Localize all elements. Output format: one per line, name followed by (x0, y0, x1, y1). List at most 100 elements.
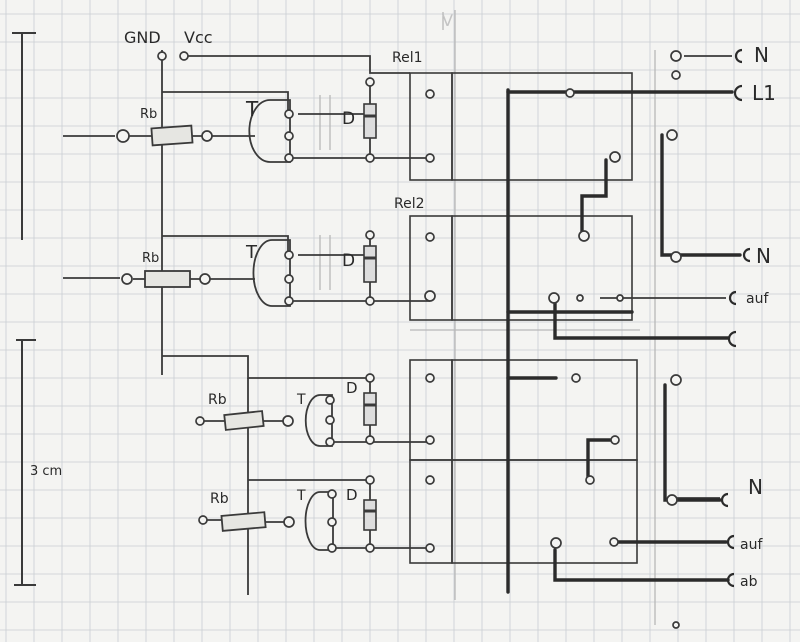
resistor-2-label: Rb (142, 251, 159, 266)
solder-pad (666, 494, 678, 506)
transistor-3-label: T (296, 392, 306, 408)
solder-pad (365, 77, 375, 87)
solder-pad (201, 130, 213, 142)
transistor-3 (304, 394, 333, 447)
solder-pad (284, 250, 294, 260)
resistor-3-label: Rb (208, 392, 227, 408)
diode-2 (363, 245, 377, 283)
transistors (248, 99, 334, 551)
solder-pad (284, 274, 294, 284)
transistor-4-label: T (296, 488, 306, 504)
terminal-n-mid: N (756, 244, 771, 268)
solder-pad (365, 543, 375, 553)
transistor-2 (252, 239, 291, 307)
diode-4 (363, 499, 377, 531)
solder-pad (425, 435, 435, 445)
relay-4-contact-box (451, 459, 638, 564)
solder-pad (670, 50, 682, 62)
solder-pad (284, 296, 294, 306)
solder-pad (327, 543, 337, 553)
solder-pad (616, 294, 624, 302)
terminal-auf-mid: auf (746, 291, 769, 307)
solder-pad (284, 131, 294, 141)
solder-pads (116, 50, 682, 629)
solder-pad (282, 415, 294, 427)
solder-pad (576, 294, 584, 302)
relay-2-contact-box (451, 215, 633, 321)
resistor-3 (223, 410, 265, 431)
text-labels: GND Vcc V Rel1 Rel2 Rb Rb Rb Rb T T T T … (30, 11, 776, 590)
solder-pad (365, 475, 375, 485)
solder-pad (425, 232, 435, 242)
transistor-1 (248, 99, 291, 163)
solder-pad (609, 537, 619, 547)
diodes (363, 103, 377, 531)
transistor-2-label: T (245, 242, 258, 263)
solder-pad (195, 416, 205, 426)
solder-pad (610, 435, 620, 445)
terminal-auf-bottom: auf (740, 537, 763, 553)
terminal-ab: ab (740, 574, 758, 590)
solder-pad (284, 153, 294, 163)
solder-pad (284, 109, 294, 119)
scale-label: 3 cm (30, 464, 62, 479)
vcc-label: Vcc (184, 28, 213, 47)
relay-1-contact-box (451, 72, 633, 181)
gnd-label: GND (124, 28, 161, 47)
solder-pad (365, 296, 375, 306)
solder-pad (671, 70, 681, 80)
solder-pad (425, 475, 435, 485)
solder-pad (327, 517, 337, 527)
solder-pad (666, 129, 678, 141)
solder-pad (179, 51, 189, 61)
diode-1-label: D (342, 109, 355, 129)
solder-pad (283, 516, 295, 528)
solder-pad (365, 153, 375, 163)
relay-boxes (409, 72, 638, 564)
solder-pad (325, 415, 335, 425)
solder-pad (578, 230, 590, 242)
solder-pad (198, 515, 208, 525)
solder-pad (550, 537, 562, 549)
solder-pad (672, 621, 680, 629)
solder-pad (116, 129, 130, 143)
scale-bars (12, 32, 36, 586)
solder-pad (327, 489, 337, 499)
resistors (144, 124, 267, 532)
relay-2-label: Rel2 (394, 196, 425, 212)
diode-1 (363, 103, 377, 139)
resistor-4 (220, 511, 267, 532)
solder-pad (565, 88, 575, 98)
resistor-1 (150, 124, 194, 147)
solder-pad (157, 51, 167, 61)
terminal-n-top: N (754, 43, 769, 67)
diode-3-label: D (346, 379, 358, 397)
mains-wiring (506, 88, 742, 594)
diode-4-label: D (346, 486, 358, 504)
transistor-1-label: T (245, 97, 259, 121)
resistor-2 (144, 270, 191, 288)
solder-pad (425, 153, 435, 163)
solder-pad (425, 89, 435, 99)
faint-v-label: V (442, 11, 453, 30)
solder-pad (548, 292, 560, 304)
transistor-4 (304, 491, 334, 551)
solder-pad (424, 290, 436, 302)
solder-pad (199, 273, 211, 285)
solder-pad (670, 374, 682, 386)
diode-2-label: D (342, 251, 355, 271)
terminal-marks (720, 48, 751, 588)
solder-pad (325, 395, 335, 405)
solder-pad (365, 435, 375, 445)
solder-pad (365, 230, 375, 240)
relay-1-label: Rel1 (392, 50, 423, 66)
solder-pad (365, 373, 375, 383)
terminal-n-bottom: N (748, 475, 763, 499)
solder-pad (425, 543, 435, 553)
diode-3 (363, 392, 377, 426)
solder-pad (571, 373, 581, 383)
solder-pad (325, 437, 335, 447)
solder-pad (609, 151, 621, 163)
